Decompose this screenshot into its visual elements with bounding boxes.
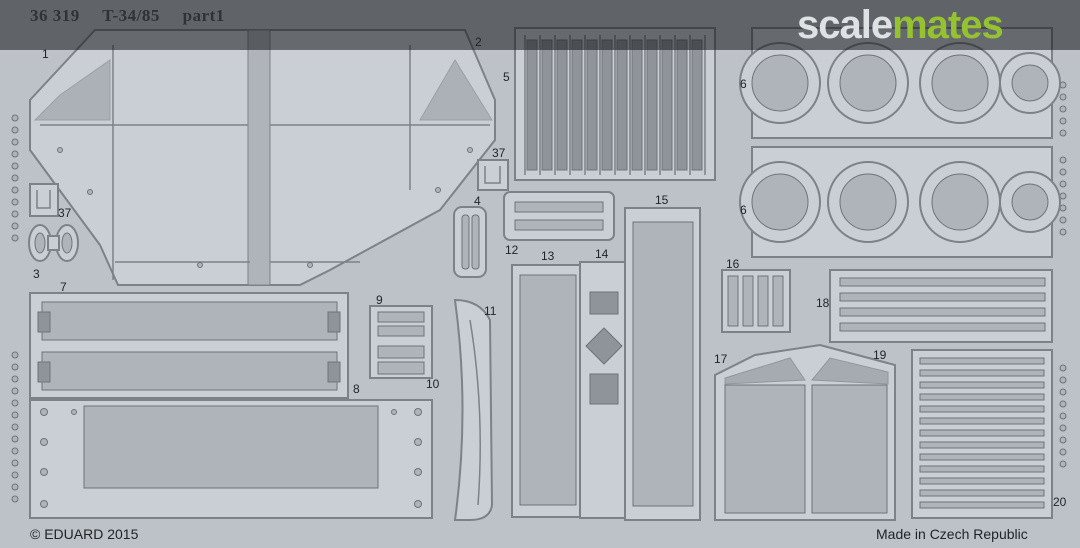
part-number-10: 10 bbox=[426, 377, 440, 391]
fret-code: 36 319 bbox=[30, 6, 80, 25]
part-37-clip-right bbox=[477, 159, 509, 191]
part-18-strips bbox=[829, 269, 1053, 343]
part-13-panel bbox=[511, 264, 583, 518]
part-9-10-brackets bbox=[369, 305, 433, 379]
part-16-brackets bbox=[721, 269, 791, 333]
right-hole-row-bottom bbox=[1059, 364, 1067, 468]
fret-model: T-34/85 bbox=[102, 6, 160, 25]
part-number-11: 11 bbox=[484, 304, 497, 318]
part-number-37-right: 37 bbox=[492, 146, 506, 160]
part-number-19: 19 bbox=[873, 348, 887, 362]
part-3-rings bbox=[28, 224, 79, 262]
part-number-18: 18 bbox=[816, 296, 830, 310]
part-14-panel bbox=[579, 261, 627, 519]
part-number-6-top: 6 bbox=[740, 77, 747, 91]
part-number-16: 16 bbox=[726, 257, 740, 271]
copyright-text: © EDUARD 2015 bbox=[30, 526, 139, 542]
part-4-bracket bbox=[453, 206, 487, 278]
part-number-12: 12 bbox=[505, 243, 519, 257]
fret-part: part1 bbox=[182, 6, 225, 25]
part-5-grille bbox=[514, 27, 716, 181]
part-number-17: 17 bbox=[714, 352, 728, 366]
watermark-mates: mates bbox=[892, 3, 1004, 47]
scalemates-watermark: scalemates bbox=[797, 2, 1004, 48]
part-number-8: 8 bbox=[353, 382, 360, 396]
part-number-37-left: 37 bbox=[58, 206, 72, 220]
part-20-strips bbox=[911, 349, 1053, 519]
part-number-3: 3 bbox=[33, 267, 40, 281]
part-number-20: 20 bbox=[1053, 495, 1067, 509]
part-37-clip-left bbox=[29, 183, 59, 217]
part-number-5: 5 bbox=[503, 70, 510, 84]
part-12-plate bbox=[503, 191, 615, 241]
part-15-panel bbox=[624, 207, 701, 521]
watermark-scale: scale bbox=[797, 3, 893, 47]
part-number-7: 7 bbox=[60, 280, 67, 294]
part-number-4: 4 bbox=[474, 194, 481, 208]
left-hole-row-top bbox=[11, 114, 19, 242]
left-hole-row-bottom bbox=[11, 351, 19, 503]
part-6-clamps-bottom bbox=[739, 146, 1061, 258]
right-hole-row-top bbox=[1059, 81, 1067, 236]
part-number-13: 13 bbox=[541, 249, 555, 263]
part-11-curved-strip bbox=[453, 298, 494, 521]
origin-text: Made in Czech Republic bbox=[876, 526, 1028, 542]
header-bar bbox=[0, 0, 1080, 50]
part-number-14: 14 bbox=[595, 247, 609, 261]
part-number-15: 15 bbox=[655, 193, 669, 207]
part-7-8-side-plates bbox=[29, 292, 349, 399]
part-number-2: 2 bbox=[475, 35, 482, 49]
part-number-6-bottom: 6 bbox=[740, 203, 747, 217]
part-17-19-cover bbox=[714, 343, 896, 521]
part-number-1: 1 bbox=[42, 47, 49, 61]
rear-plate bbox=[29, 399, 433, 519]
part-1-2-engine-deck bbox=[29, 29, 496, 286]
part-number-9: 9 bbox=[376, 293, 383, 307]
fret-title: 36 319 T-34/85 part1 bbox=[30, 6, 243, 26]
